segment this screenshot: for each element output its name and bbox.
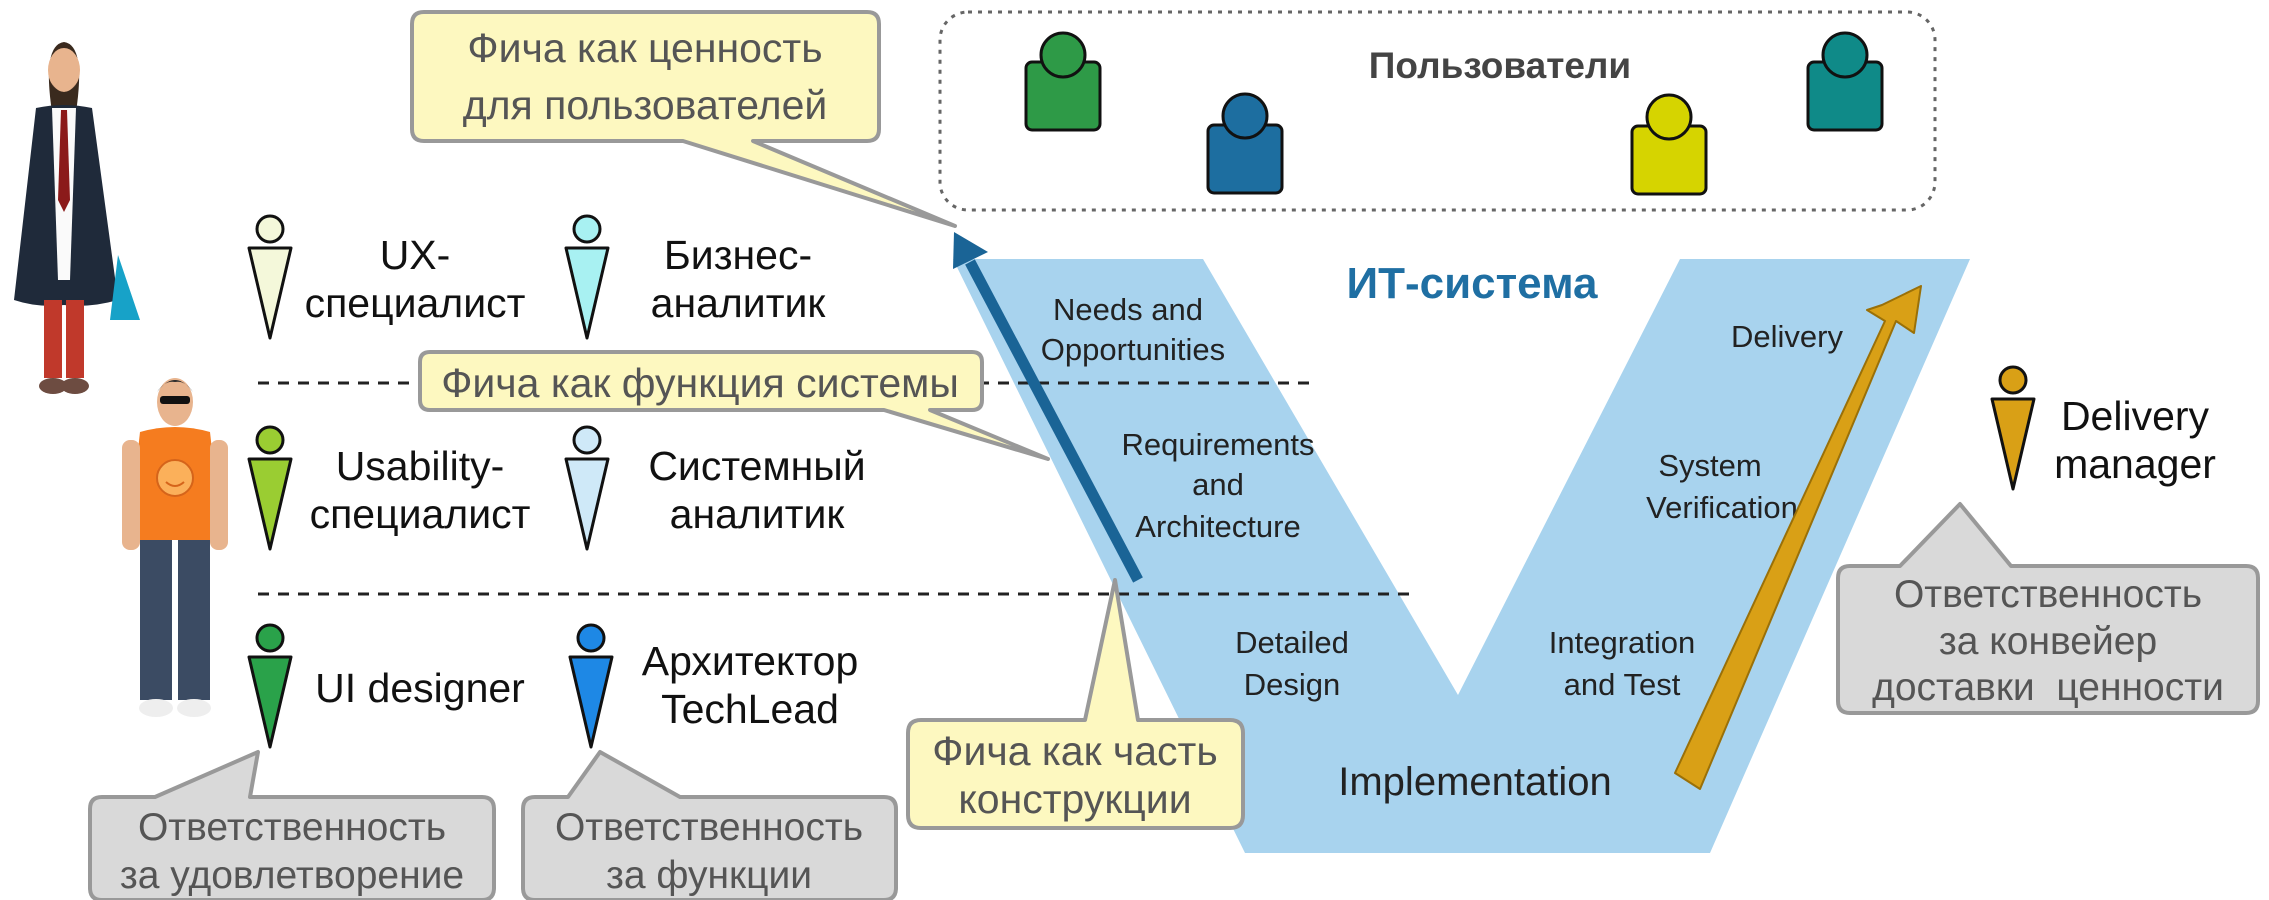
stage-needs-line2: Opportunities xyxy=(1041,332,1225,367)
role-system-analyst-line2: аналитик xyxy=(670,491,846,537)
role-icon-usability xyxy=(247,425,293,551)
role-system-analyst-line1: Системный xyxy=(648,443,865,489)
delivery-arrow xyxy=(1674,285,1922,790)
role-business-analyst-line2: аналитик xyxy=(651,280,827,326)
role-architect-line1: Архитектор xyxy=(642,638,859,684)
user-icon-teal xyxy=(1806,31,1884,132)
callout-feature-part-line2: конструкции xyxy=(958,776,1191,822)
stage-detailed-line1: Detailed xyxy=(1235,625,1349,660)
role-architect-line2: TechLead xyxy=(661,686,839,732)
role-delivery-manager-line1: Delivery xyxy=(2061,393,2210,439)
callout-feature-value-line1: Фича как ценность xyxy=(467,25,822,71)
callout-resp-pipeline-line2: за конвейер xyxy=(1939,620,2157,663)
callout-resp-functions-line2: за функции xyxy=(606,854,812,897)
callout-resp-satisfaction: Ответственность за удовлетворение xyxy=(88,750,496,900)
callout-feature-value: Фича как ценность для пользователей xyxy=(410,10,957,228)
role-icon-architect xyxy=(568,623,614,749)
stage-integration-line1: Integration xyxy=(1549,625,1696,660)
feature-arrow xyxy=(953,232,1143,583)
role-icon-business-analyst xyxy=(564,214,610,340)
stage-verification-line2: Verification xyxy=(1646,490,1798,525)
role-icon-ui-designer xyxy=(247,623,293,749)
user-icon-blue xyxy=(1206,92,1284,195)
callout-feature-part-line1: Фича как часть xyxy=(932,728,1217,774)
callout-resp-pipeline: Ответственность за конвейер доставки цен… xyxy=(1836,502,2260,715)
stage-delivery: Delivery xyxy=(1731,319,1843,354)
stage-requirements-line2: and xyxy=(1192,467,1244,502)
role-business-analyst-line1: Бизнес- xyxy=(664,232,812,278)
callout-resp-pipeline-line1: Ответственность xyxy=(1894,573,2202,616)
role-ux-line1: UX- xyxy=(380,232,451,278)
role-icon-ux xyxy=(247,214,293,340)
callout-resp-functions-line1: Ответственность xyxy=(555,806,863,849)
person-orange-shirt-illustration xyxy=(122,378,228,717)
stage-detailed-line2: Design xyxy=(1244,667,1341,702)
role-icon-delivery-manager xyxy=(1990,365,2036,491)
user-icon-green xyxy=(1024,31,1102,132)
v-model-title: ИТ-система xyxy=(1346,259,1598,308)
person-coat-illustration xyxy=(14,42,140,394)
callout-resp-satisfaction-line2: за удовлетворение xyxy=(120,854,464,897)
stage-verification-line1: System xyxy=(1658,448,1761,483)
callout-resp-pipeline-line3: доставки ценности xyxy=(1872,666,2224,709)
stage-requirements-line1: Requirements xyxy=(1122,427,1315,462)
stage-needs-line1: Needs and xyxy=(1053,292,1203,327)
stage-requirements-line3: Architecture xyxy=(1135,509,1300,544)
callout-feature-value-line2: для пользователей xyxy=(463,82,828,128)
user-icon-yellow xyxy=(1630,93,1708,196)
users-title: Пользователи xyxy=(1369,45,1631,86)
callout-feature-function-text: Фича как функция системы xyxy=(441,360,959,406)
role-ui-designer: UI designer xyxy=(315,665,525,711)
role-usability-line1: Usability- xyxy=(336,443,505,489)
role-delivery-manager-line2: manager xyxy=(2054,441,2216,487)
stage-integration-line2: and Test xyxy=(1564,667,1681,702)
users-panel: Пользователи xyxy=(938,10,1937,212)
role-icon-system-analyst xyxy=(564,425,610,551)
callout-resp-satisfaction-line1: Ответственность xyxy=(138,806,446,849)
role-ux-line2: специалист xyxy=(305,280,526,326)
role-usability-line2: специалист xyxy=(310,491,531,537)
callout-feature-function: Фича как функция системы xyxy=(418,350,1050,461)
stage-implementation: Implementation xyxy=(1338,760,1611,804)
callout-feature-part: Фича как часть конструкции xyxy=(906,578,1245,830)
callout-resp-functions: Ответственность за функции xyxy=(521,750,898,900)
